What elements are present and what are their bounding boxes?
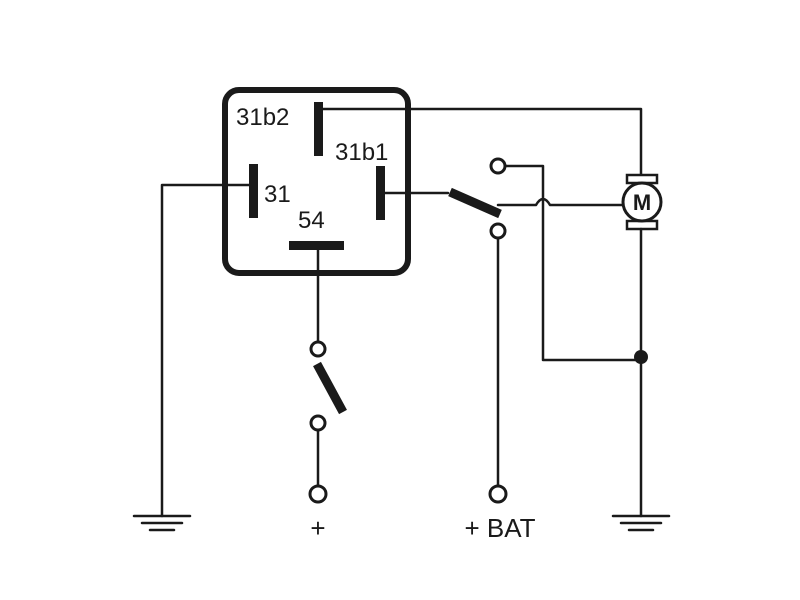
wire-31b2-to-motor	[321, 107, 643, 177]
pin-31b2-contact	[314, 102, 323, 156]
ground-symbol-right	[611, 514, 671, 532]
motor-symbol: M	[621, 173, 663, 231]
pin-31-label: 31	[264, 181, 291, 208]
pin-31-contact	[249, 164, 258, 218]
junction-dot	[634, 350, 648, 364]
pin-31b2-label: 31b2	[236, 104, 289, 131]
push-switch-upper-terminal	[309, 340, 327, 358]
relay-box	[222, 87, 411, 276]
push-switch-lower-terminal	[309, 414, 327, 432]
plus-label: +	[310, 513, 325, 543]
pin-31b1-contact	[376, 166, 385, 220]
plus-terminal	[308, 484, 328, 504]
wire-upper-terminal-to-junction	[503, 164, 643, 362]
switch-blade	[448, 187, 502, 219]
switch-upper-terminal	[489, 157, 507, 175]
ground-symbol-left	[132, 514, 192, 532]
wire-switch-to-motor	[496, 197, 624, 207]
switch-lower-terminal	[489, 222, 507, 240]
motor-label: M	[633, 190, 651, 215]
bat-terminal	[488, 484, 508, 504]
wire-31-to-ground	[160, 183, 251, 518]
bat-label: + BAT	[464, 513, 535, 543]
push-switch-blade	[313, 361, 347, 415]
pin-54-label: 54	[298, 207, 325, 234]
pin-54-contact	[289, 241, 344, 250]
pin-31b1-label: 31b1	[335, 139, 388, 166]
